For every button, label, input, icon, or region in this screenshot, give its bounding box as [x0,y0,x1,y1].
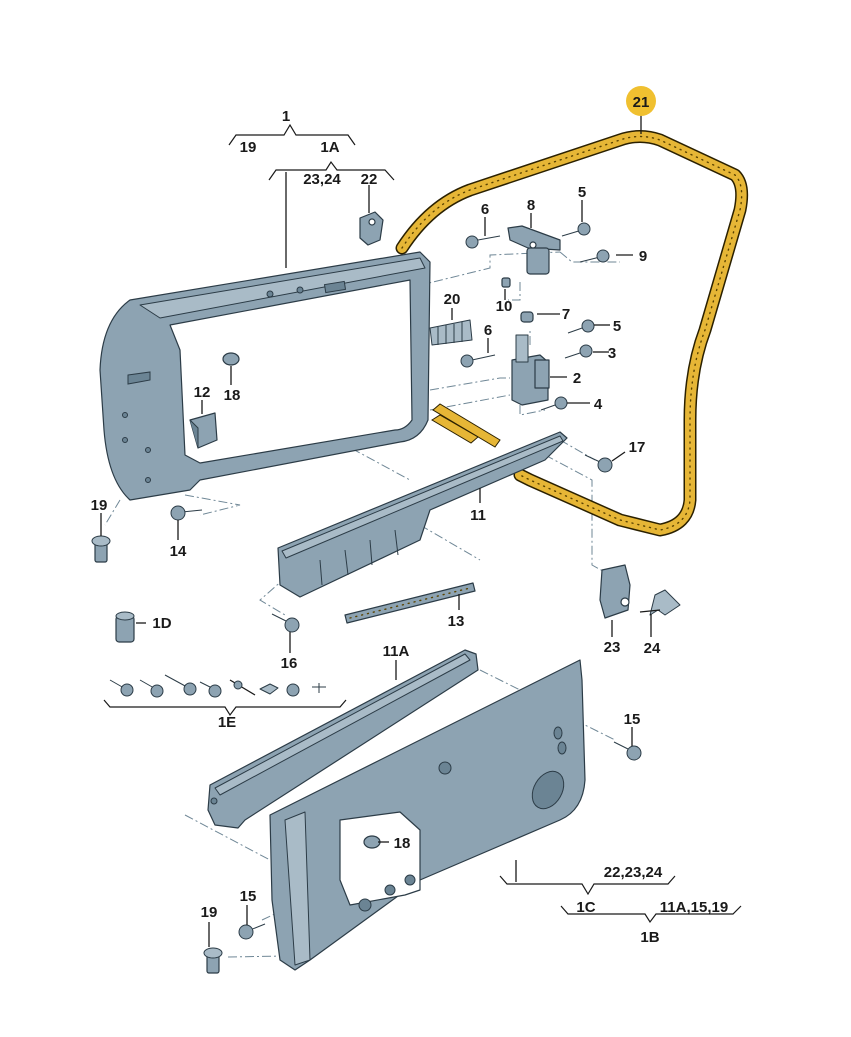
bracket-24[interactable] [639,589,681,616]
label-5-top[interactable]: 5 [578,184,586,201]
label-19-top[interactable]: 19 [240,139,257,156]
label-1C[interactable]: 1C [576,899,595,916]
plug-18-bottom[interactable] [363,835,381,849]
label-3[interactable]: 3 [608,345,616,362]
label-20[interactable]: 20 [444,291,461,308]
door-seal-21[interactable] [395,130,749,537]
label-8[interactable]: 8 [527,197,535,214]
rivet-nut-1D[interactable] [115,611,135,643]
label-4[interactable]: 4 [594,396,603,413]
label-10[interactable]: 10 [496,298,513,315]
highlight-badge-21 [626,86,656,116]
bracket-22[interactable] [359,211,384,246]
label-6-mid[interactable]: 6 [484,322,492,339]
screw-5-mid[interactable] [567,319,595,334]
label-11A[interactable]: 11A [383,643,410,660]
lower-hinge-2[interactable] [511,334,550,406]
screw-16[interactable] [271,613,300,633]
label-16[interactable]: 16 [281,655,298,672]
fastener-set-1E[interactable] [109,674,326,698]
label-23[interactable]: 23 [604,639,621,656]
label-1A[interactable]: 1A [320,139,339,156]
screw-6-top[interactable] [465,235,501,249]
screws [170,222,642,940]
label-22-23-24[interactable]: 22,23,24 [604,864,663,881]
rivet-nut-19-left[interactable] [91,535,111,563]
label-17[interactable]: 17 [629,439,646,456]
strip-13[interactable] [344,582,476,624]
label-24[interactable]: 24 [644,640,661,657]
screw-6-mid[interactable] [460,354,496,368]
label-6-top[interactable]: 6 [481,201,489,218]
nut-10[interactable] [501,277,511,288]
label-1D[interactable]: 1D [152,615,171,632]
bracket-12[interactable] [189,412,218,449]
striker-23[interactable] [599,564,631,619]
label-23-24-top[interactable]: 23,24 [303,171,341,188]
label-13[interactable]: 13 [448,613,465,630]
door-shell[interactable] [269,659,586,971]
label-11A-15-19[interactable]: 11A,15,19 [660,899,728,916]
label-19-left[interactable]: 19 [91,497,108,514]
screw-15-right[interactable] [613,741,642,761]
label-15-right[interactable]: 15 [624,711,641,728]
callout-labels: 1 19 1A 23,24 22 21 6 8 5 9 10 20 7 5 6 … [91,94,729,946]
label-18-top[interactable]: 18 [224,387,241,404]
label-1[interactable]: 1 [282,108,290,125]
door-stop-20[interactable] [429,319,473,346]
screw-3[interactable] [564,344,593,359]
screw-15-bottom[interactable] [238,923,266,940]
rivet-nut-19-bottom[interactable] [203,947,223,974]
upper-hinge-8[interactable] [507,225,561,275]
label-12[interactable]: 12 [194,384,211,401]
label-1B[interactable]: 1B [640,929,659,946]
label-9[interactable]: 9 [639,248,647,265]
label-1E[interactable]: 1E [218,714,236,731]
label-19-bottom[interactable]: 19 [201,904,218,921]
label-18-bottom[interactable]: 18 [394,835,411,852]
label-22[interactable]: 22 [361,171,378,188]
screw-9[interactable] [579,249,610,263]
door-frame[interactable] [99,251,431,501]
screw-14[interactable] [170,505,203,521]
label-21[interactable]: 21 [633,94,650,111]
label-5-mid[interactable]: 5 [613,318,621,335]
screw-17[interactable] [584,454,613,473]
cap-7[interactable] [520,311,534,323]
screw-5-top[interactable] [561,222,591,237]
label-11[interactable]: 11 [470,507,486,524]
sill-trim-11A[interactable] [207,649,479,829]
plug-18-top[interactable] [222,352,240,366]
label-2[interactable]: 2 [573,370,581,387]
label-15-bottom[interactable]: 15 [240,888,257,905]
window-rail-11[interactable] [277,431,568,598]
label-7[interactable]: 7 [562,306,570,323]
label-14[interactable]: 14 [170,543,187,560]
